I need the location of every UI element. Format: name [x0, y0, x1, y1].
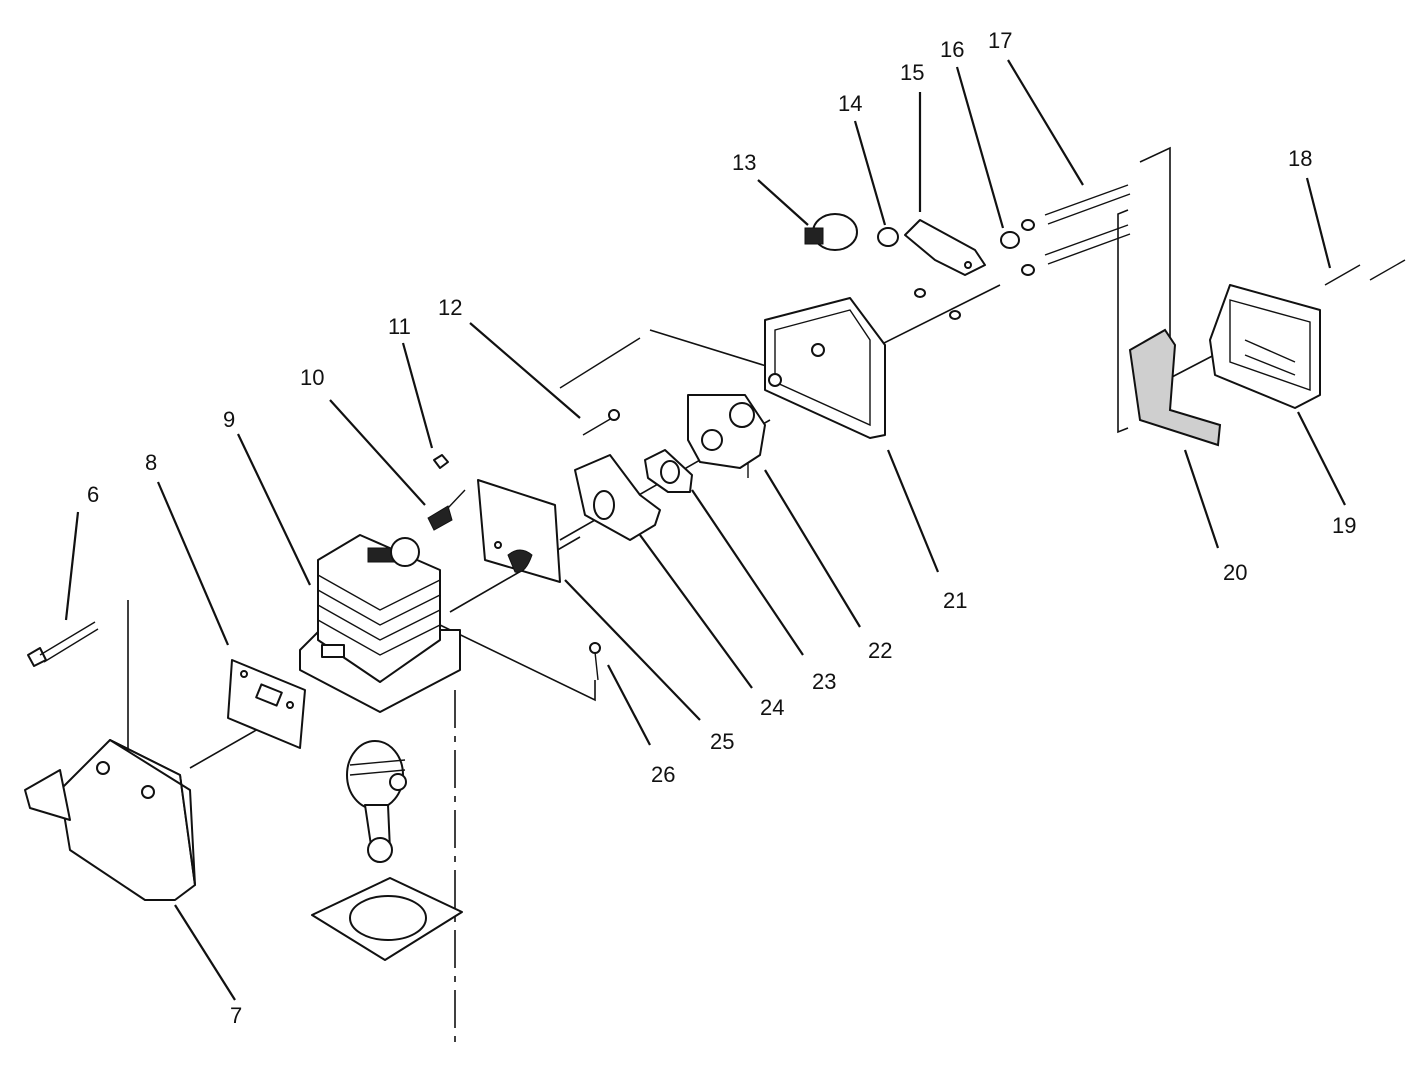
callout-26: 26: [651, 762, 675, 787]
leader-lines: [64, 59, 1346, 1001]
callout-16: 16: [940, 37, 964, 62]
callout-18: 18: [1288, 146, 1312, 171]
bolt-part-6: [27, 621, 99, 667]
air-filter-cover-part-19: [1209, 284, 1321, 409]
callout-9: 9: [223, 407, 235, 432]
long-bolts-part-17: [1044, 184, 1131, 265]
intake-adapter-part-24: [574, 454, 661, 541]
callout-15: 15: [900, 60, 924, 85]
screws-part-18: [1324, 259, 1406, 286]
callout-labels: 6 7 8 9 10 11 12 13 14 15 16 17 18 19 20…: [87, 28, 1356, 1028]
callout-21: 21: [943, 588, 967, 613]
nut-part-11: [433, 454, 449, 469]
callout-6: 6: [87, 482, 99, 507]
muffler-gasket-part-8: [227, 659, 306, 749]
callout-14: 14: [838, 91, 862, 116]
bracket-part-15: [904, 219, 986, 276]
callout-11: 11: [388, 314, 411, 339]
callout-13: 13: [732, 150, 756, 175]
spark-plug-part-10: [427, 489, 466, 531]
base-gasket: [311, 877, 463, 961]
primer-bulb-part-13: [804, 213, 858, 251]
screw-part-12: [559, 337, 641, 436]
callout-17: 17: [988, 28, 1012, 53]
assembly-axis-lines: [127, 146, 1221, 1045]
washer-part-16: [914, 219, 1035, 320]
cylinder-part-9: [299, 534, 461, 713]
carburetor-gasket-part-23: [644, 449, 693, 493]
muffler-part-7: [24, 739, 196, 901]
callout-12: 12: [438, 295, 462, 320]
screw-part-26: [589, 642, 601, 681]
grommet-part-14: [877, 227, 899, 247]
callout-8: 8: [145, 450, 157, 475]
piston-assembly: [346, 740, 407, 863]
callout-10: 10: [300, 365, 324, 390]
callout-25: 25: [710, 729, 734, 754]
insulator-plate-part-25: [477, 479, 561, 583]
callout-20: 20: [1223, 560, 1247, 585]
callout-24: 24: [760, 695, 784, 720]
callout-7: 7: [230, 1003, 242, 1028]
foam-filter-part-20: [1128, 328, 1222, 447]
callout-23: 23: [812, 669, 836, 694]
carburetor-part-22: [687, 394, 766, 478]
callout-22: 22: [868, 638, 892, 663]
air-box-part-21: [764, 297, 886, 439]
callout-19: 19: [1332, 513, 1356, 538]
